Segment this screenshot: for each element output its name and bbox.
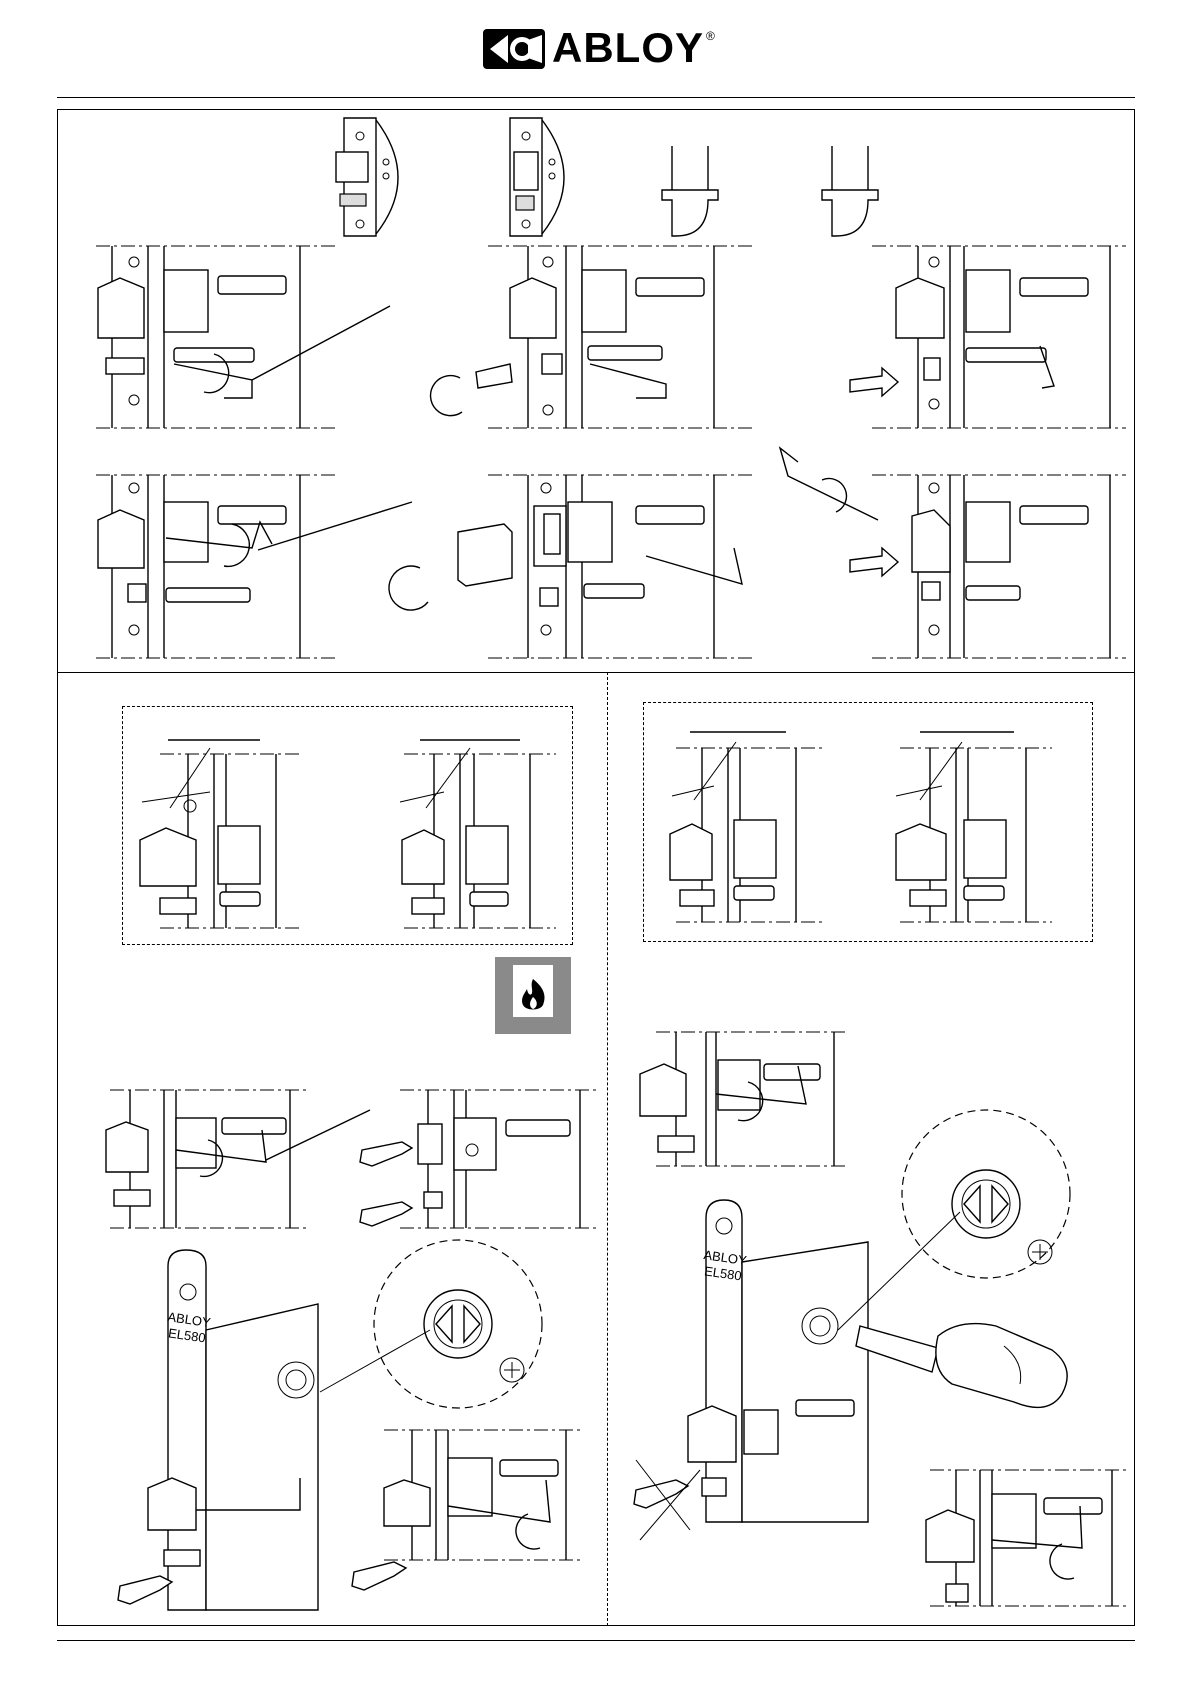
- step-11-lock: [926, 1470, 1128, 1606]
- detail-circle-right: [838, 1110, 1070, 1330]
- inset-lock-c: [670, 732, 826, 922]
- footer-rule: [57, 1640, 1135, 1641]
- screwdriver-icon: [856, 1324, 1067, 1408]
- step-10-lock: [640, 1032, 848, 1166]
- inset-lock-d: [896, 732, 1052, 922]
- lock-engraving-right: ABLOY EL580: [698, 1247, 750, 1285]
- lock-body-right: [634, 1200, 868, 1540]
